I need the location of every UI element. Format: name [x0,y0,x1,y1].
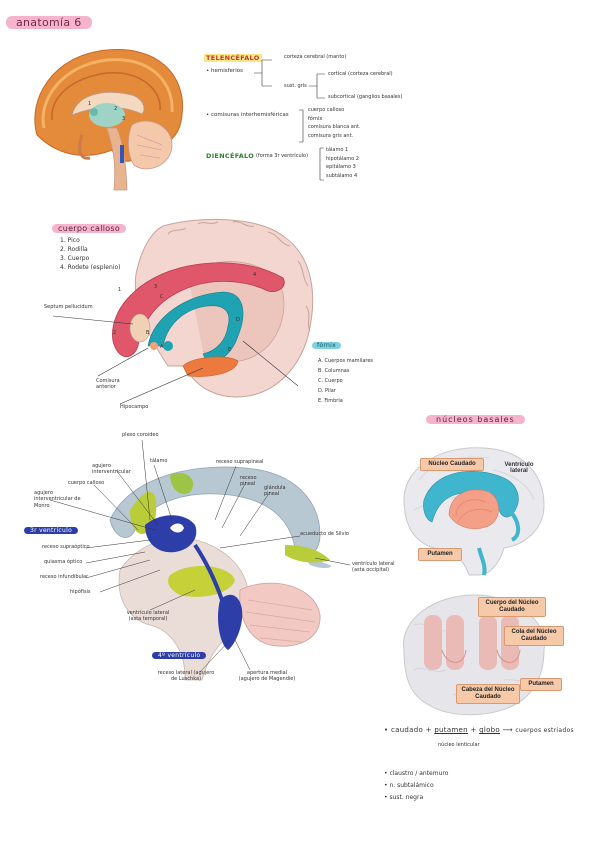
formula-note: núcleo lenticular [438,742,480,748]
acueducto-label: acueducto de Silvio [300,531,349,537]
fornix-item: B. Columnas [318,368,350,374]
diencefalo-list: tálamo 1 hipotálamo 2 epitálamo 3 subtál… [326,146,359,180]
diencefalo-subtitle: (forma 3r ventrículo) [256,153,309,159]
fornix-letter-B: B [146,330,150,336]
brain-sagittal-illustration: 1 2 3 [34,48,184,191]
apertura-medial-label: apertura medial (agujero de Magendie) [238,670,296,683]
comisura-item: comisura blanca ant. [308,124,361,130]
cuerpo-caudado-tag: Cuerpo del Núcleo Caudado [478,597,546,617]
fornix-item: C. Cuerpo [318,378,343,384]
fornix-item: D. Pilar [318,388,336,394]
plexo-coroideo-label: plexo coroideo [122,432,159,438]
corteza-label: corteza cerebral (manto) [284,54,347,60]
fornix-item: E. Fimbria [318,398,343,404]
formula-prefix: • caudado + [384,726,435,734]
diencefalo-item: hipotálamo 2 [326,155,359,162]
ventricles-illustration [109,466,332,681]
cc-num-1: 1 [118,287,121,293]
comisuras-label: • comisuras interhemisféricas [206,112,289,118]
nucleos-extras-list: • claustro / antemuro • n. subtalámico •… [384,768,448,804]
ventriculo-lateral-temp-label: ventrículo lateral (asta temporal) [126,610,170,623]
cuerpo-calloso-list: 1. Pico 2. Rodilla 3. Cuerpo 4. Rodete (… [60,236,120,272]
fornix-letter-A: A [160,344,164,350]
cc-num-3: 3 [154,284,157,290]
nucleos-extra-item: • sust. negra [384,794,424,801]
sust-gris-label: sust. gris [284,83,307,89]
hipocampo-label: Hipocampo [120,404,149,410]
ventriculo-lateral-post-label: ventrículo lateral (asta occipital) [352,561,395,574]
cc-num-2: 2 [113,330,116,336]
fourth-ventricle-pill: 4º ventrículo [152,652,207,659]
agujero-monro-label: agujero interventricular de Monro [34,490,81,509]
subcortical-label: subcortical (ganglios basales) [328,94,403,100]
telencefalo-title: TELENCÉFALO [204,54,262,62]
cc-item: 1. Pico [60,237,80,244]
formula-globo: globo [479,726,501,734]
cc-item: 4. Rodete (esplenio) [60,264,121,271]
page-title: anatomía 6 [6,16,92,29]
brain-number-2: 2 [114,106,117,112]
diencefalo-item: epitálamo 3 [326,164,356,170]
diencefalo-item: subtálamo 4 [326,172,358,179]
nucleos-extra-item: • claustro / antemuro [384,770,449,777]
third-ventricle-pill: 3r ventrículo [24,527,79,534]
hemisferios-label: • hemisferios [206,68,243,74]
putamen-tag-top: Putamen [418,548,462,561]
hipofisis-label: hipófisis [70,589,91,595]
talamo-label: tálamo [150,458,168,464]
receso-lateral-label: receso lateral (agujero de Luschka) [157,670,215,683]
diencefalo-item: tálamo 1 [326,147,349,153]
nucleo-caudado-tag: Núcleo Caudado [420,458,484,471]
fornix-letter-D: D [236,317,240,323]
corpus-callosum-illustration: 1 2 3 4 A B C D E [52,218,314,405]
nucleos-formula: • caudado + putamen + globo ⟶ cuerpos es… [384,726,574,734]
nucleos-extra-item: • n. subtalámico [384,782,434,789]
fornix-item: A. Cuerpos mamilares [318,358,374,364]
ventriculo-lateral-text: Ventrículo lateral [504,462,534,474]
fornix-list: A. Cuerpos mamilares B. Columnas C. Cuer… [318,356,373,406]
comisura-item: cuerpo calloso [308,107,345,113]
formula-arrow-icon: ⟶ [502,726,516,734]
cc-num-4: 4 [253,272,256,278]
cuerpo-calloso-title: cuerpo calloso [52,224,127,233]
telencefalo-section: TELENCÉFALO • hemisferios corteza cerebr… [204,54,424,194]
nucleos-title: núcleos basales [426,415,525,424]
fornix-title: fórnix [312,342,341,349]
formula-putamen: putamen [434,726,468,734]
fornix-letter-C: C [160,294,164,300]
comisura-anterior-label: Comisura anterior [96,378,120,391]
receso-pineal-label: receso pineal [240,475,257,488]
formula-result: cuerpos estriados [515,727,574,734]
glandula-pineal-label: glándula pineal [264,485,286,498]
comisura-item: fórnix [308,115,323,122]
basal-nuclei-top-illustration [403,447,545,576]
cola-caudado-tag: Cola del Núcleo Caudado [504,626,564,646]
brain-number-3: 3 [122,116,125,122]
brain-number-1: 1 [88,101,91,107]
cabeza-caudado-tag: Cabeza del Núcleo Caudado [456,684,520,704]
receso-supraoptico-label: receso supraóptico [42,544,90,550]
diencefalo-title: DIENCÉFALO [206,152,255,160]
formula-plus: + [467,726,480,734]
comisura-item: comisura gris ant. [308,132,354,139]
agujero-interventricular-label: agujero interventricular [92,463,131,476]
fornix-letter-E: E [228,347,231,353]
receso-suprapineal-label: receso suprapineal [216,459,264,465]
receso-infundibular-label: receso infundibular [40,574,89,580]
cortical-label: cortical (corteza cerebral) [328,71,393,77]
septum-label: Septum pellucidum [44,304,93,310]
cuerpo-calloso-label: cuerpo calloso [68,480,105,486]
quiasma-label: quiasma óptico [44,559,83,565]
cc-item: 2. Rodilla [60,246,88,253]
putamen-tag-bottom: Putamen [520,678,562,691]
cc-item: 3. Cuerpo [60,255,90,262]
comisuras-list: cuerpo calloso fórnix comisura blanca an… [308,106,361,140]
